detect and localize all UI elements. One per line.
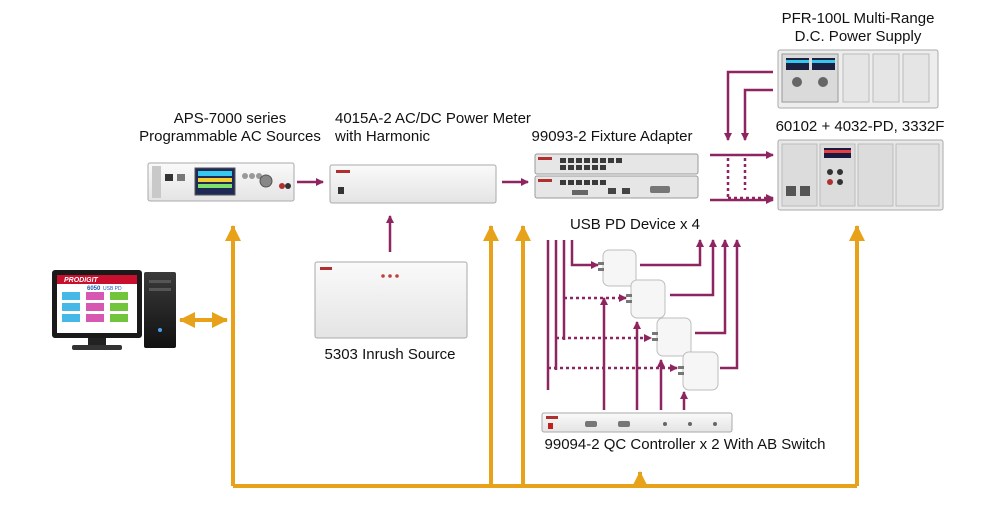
pfr-label-line1: PFR-100L Multi-Range: [781, 10, 935, 27]
usb-pd-device-4: [678, 351, 719, 391]
dotted-signal-lines: [548, 158, 774, 372]
qc-label: 99094-2 QC Controller x 2 With AB Switch: [544, 436, 826, 453]
aps-label: APS-7000 series Programmable AC Sources: [120, 110, 340, 146]
usb-pd-device-3: [652, 317, 692, 357]
signal-lines: [297, 70, 774, 410]
pfr-drop-1: [724, 70, 773, 141]
meter-label: 4015A-2 AC/DC Power Meter with Harmonic: [335, 110, 555, 146]
meter-label-line2: with Harmonic: [335, 128, 431, 145]
screen-brand: PRODIGIT: [64, 277, 99, 284]
fixture-label: 99093-2 Fixture Adapter: [531, 128, 693, 145]
pc-workstation: [52, 270, 176, 350]
inrush-label: 5303 Inrush Source: [324, 346, 456, 363]
orange-bus-lines: [179, 225, 865, 488]
load-label: 60102 + 4032-PD, 3332F: [775, 118, 945, 135]
usb-label: USB PD Device x 4: [569, 216, 701, 233]
screen-model-suffix: USB PD: [103, 286, 122, 292]
device3-out: [695, 239, 729, 335]
aps-label-line2: Programmable AC Sources: [139, 128, 321, 145]
usb-pd-device-2: [626, 279, 666, 319]
fixture-adapter-device: [534, 153, 699, 199]
aps-label-line1: APS-7000 series: [173, 110, 287, 127]
fix-to-device1: [570, 240, 599, 269]
inrush-source-device: [314, 261, 468, 339]
pfr-label: PFR-100L Multi-Range D.C. Power Supply: [748, 10, 968, 46]
power-meter-device: [329, 164, 497, 204]
aps-7000-device: [147, 162, 295, 202]
device1-out: [640, 239, 704, 267]
pfr-drop-2: [741, 88, 773, 141]
pfr-100l-device: [777, 49, 939, 109]
meter-label-line1: 4015A-2 AC/DC Power Meter: [335, 110, 531, 127]
usb-pd-device-1: [598, 249, 637, 287]
device2-out: [670, 239, 717, 297]
pfr-label-line2: D.C. Power Supply: [794, 28, 922, 45]
device4-out: [720, 239, 741, 370]
electronic-load-device: [777, 139, 944, 211]
qc-controller-device: [541, 412, 733, 433]
screen-model: 6050: [87, 286, 101, 292]
